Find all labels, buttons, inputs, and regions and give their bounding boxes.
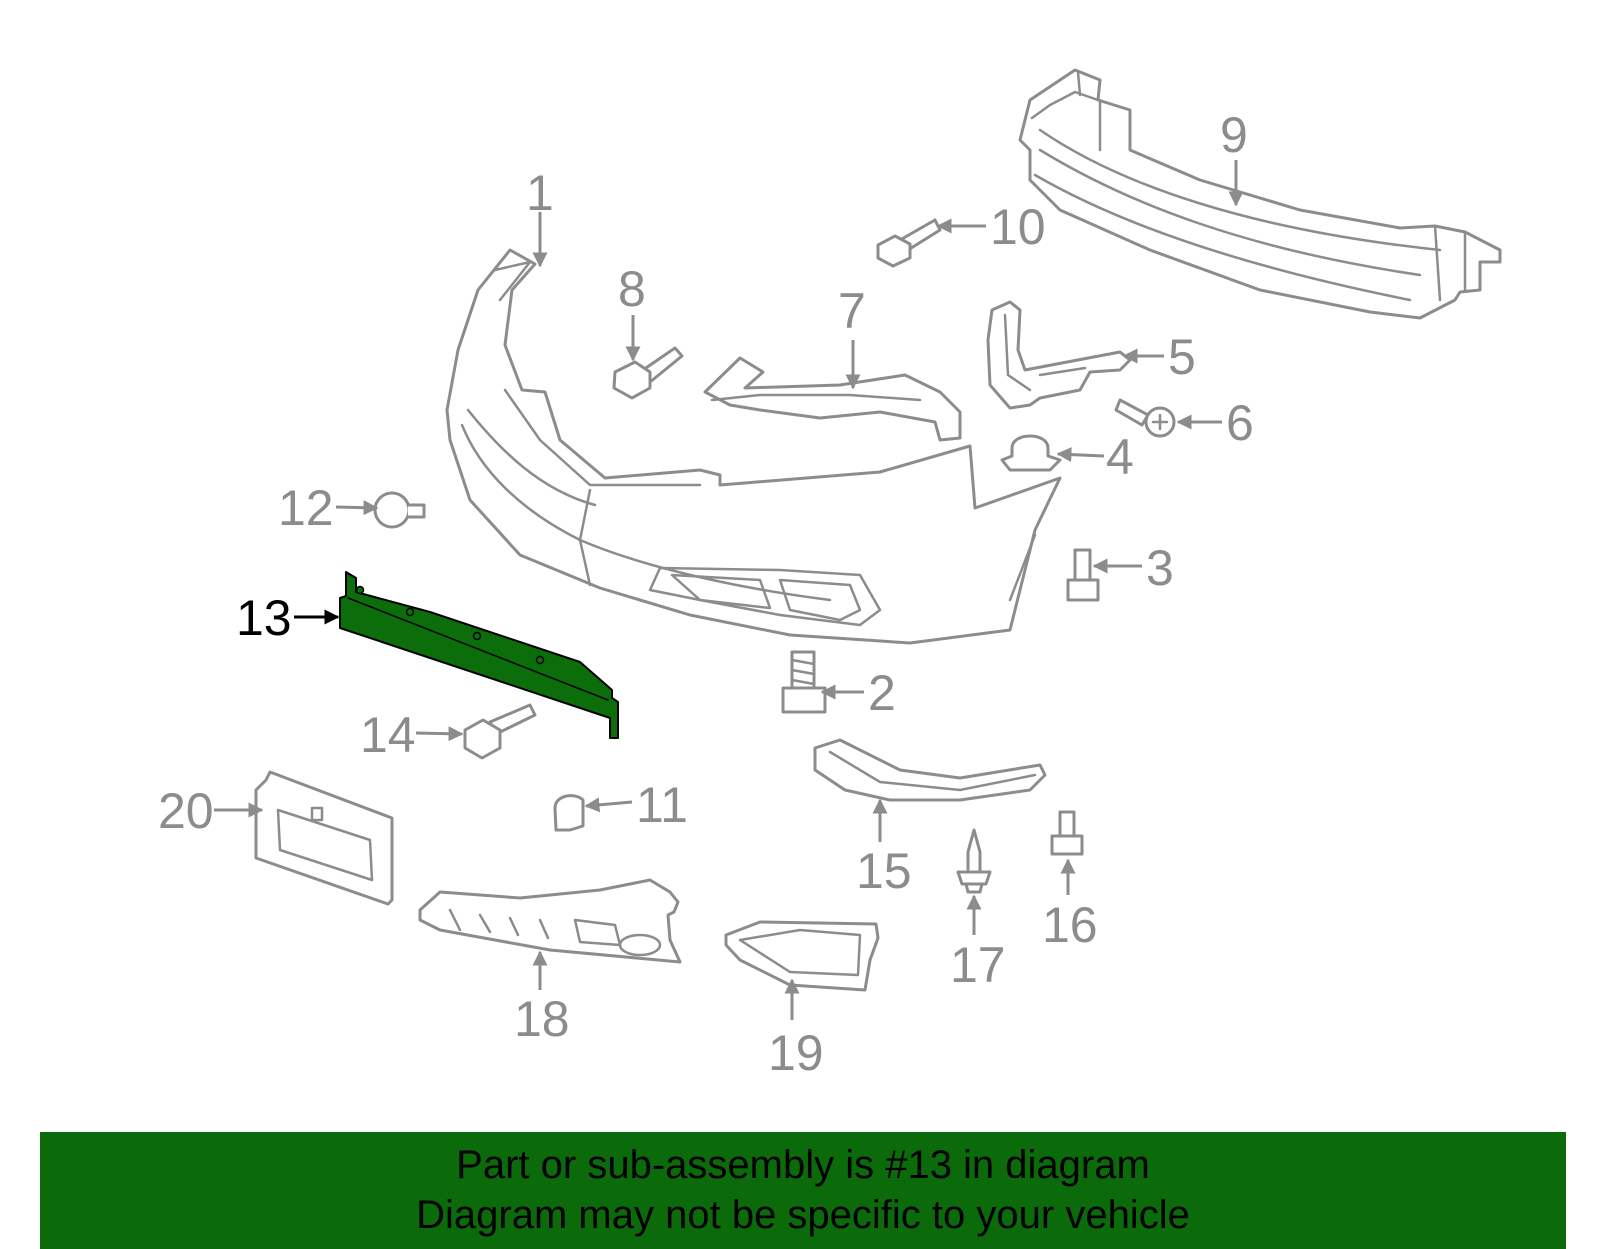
callout-labels: 1 2 3 4 5 6 7 8 9 10 11 12 13 14 15 16 1… <box>158 107 1254 1081</box>
callout-12: 12 <box>278 480 334 536</box>
part-1-bumper-cover <box>445 248 1062 645</box>
banner-line-part-number: Part or sub-assembly is #13 in diagram <box>456 1143 1150 1187</box>
callout-2: 2 <box>868 665 896 721</box>
part-2-bolt <box>781 650 827 714</box>
callout-19: 19 <box>768 1025 824 1081</box>
callout-16: 16 <box>1042 897 1098 953</box>
part-16-screw <box>1050 810 1084 856</box>
part-17-push-pin <box>956 828 992 894</box>
part-4-clip <box>1000 434 1062 472</box>
part-18-lower-grille <box>418 878 682 964</box>
part-14-bolt <box>463 703 537 760</box>
part-5-side-bracket <box>986 300 1132 410</box>
callout-11: 11 <box>636 777 688 833</box>
callout-15: 15 <box>856 843 912 899</box>
callout-7: 7 <box>838 283 866 339</box>
part-11-clip <box>553 794 585 832</box>
part-8-bolt <box>612 346 684 400</box>
leader-lines <box>214 160 1244 1020</box>
callout-1: 1 <box>526 165 554 221</box>
part-15-lower-bracket <box>813 738 1047 802</box>
callout-20: 20 <box>158 783 214 839</box>
callout-6: 6 <box>1226 395 1254 451</box>
callout-5: 5 <box>1168 329 1196 385</box>
info-banner: Part or sub-assembly is #13 in diagram D… <box>40 1132 1566 1249</box>
banner-line-disclaimer: Diagram may not be specific to your vehi… <box>416 1193 1190 1237</box>
part-19-side-grille <box>724 920 880 992</box>
part-20-license-bracket <box>254 770 394 906</box>
part-6-screw <box>1114 398 1176 438</box>
part-7-upper-bracket <box>703 356 962 442</box>
part-9-reinforcement-beam <box>1018 68 1502 320</box>
part-12-cap <box>373 491 426 529</box>
callout-8: 8 <box>618 261 646 317</box>
callout-18: 18 <box>514 991 570 1047</box>
callout-4: 4 <box>1106 429 1134 485</box>
parts-diagram: 1 2 3 4 5 6 7 8 9 10 11 12 13 14 15 16 1… <box>158 68 1502 1081</box>
callout-10: 10 <box>990 199 1046 255</box>
callout-9: 9 <box>1220 107 1248 163</box>
part-10-bolt <box>876 218 942 268</box>
part-13-lower-absorber-highlighted <box>339 571 619 739</box>
callout-17: 17 <box>950 937 1006 993</box>
callout-3: 3 <box>1146 540 1174 596</box>
callout-14: 14 <box>360 707 416 763</box>
part-3-screw <box>1066 548 1100 602</box>
callout-13: 13 <box>236 590 292 646</box>
